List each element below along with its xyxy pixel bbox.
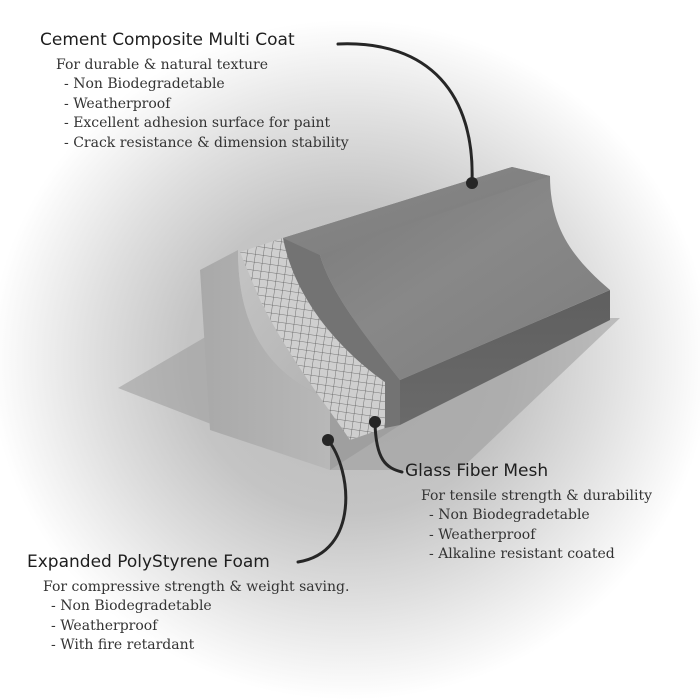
eps-foam-feature-list: Non Biodegradetable Weatherproof With fi… — [51, 597, 349, 656]
eps-foam-feature: Weatherproof — [51, 617, 349, 637]
foam-leader-dot — [322, 434, 334, 446]
foam-leader-line — [296, 438, 348, 564]
eps-foam-description: For compressive strength & weight saving… — [43, 579, 350, 595]
cement-coat-feature: Weatherproof — [64, 95, 349, 115]
coat-side-edge — [283, 238, 400, 428]
cement-coat-feature: Non Biodegradetable — [64, 75, 349, 95]
glass-fiber-mesh-callout: Glass Fiber Mesh For tensile strength & … — [405, 461, 652, 565]
glass-fiber-mesh-title: Glass Fiber Mesh — [405, 461, 549, 481]
cement-leader-dot — [466, 177, 478, 189]
cement-coat-feature-list: Non Biodegradetable Weatherproof Excelle… — [64, 75, 349, 153]
foam-front-face — [200, 250, 330, 470]
mesh-leader-dot — [369, 416, 381, 428]
eps-foam-callout: Expanded PolyStyrene Foam For compressiv… — [27, 552, 349, 656]
cement-coat-title: Cement Composite Multi Coat — [40, 30, 295, 50]
eps-foam-title: Expanded PolyStyrene Foam — [27, 552, 270, 572]
mesh-leader-line — [373, 421, 404, 474]
coat-top-face — [283, 167, 550, 255]
cement-coat-description: For durable & natural texture — [56, 57, 269, 73]
glass-fiber-mesh-description: For tensile strength & durability — [421, 488, 653, 504]
glass-fiber-mesh-feature: Weatherproof — [429, 526, 652, 546]
glass-fiber-mesh-feature: Non Biodegradetable — [429, 506, 652, 526]
cement-coat-feature: Excellent adhesion surface for paint — [64, 114, 349, 134]
eps-foam-feature: With fire retardant — [51, 636, 349, 656]
glass-fiber-mesh-feature-list: Non Biodegradetable Weatherproof Alkalin… — [429, 506, 652, 565]
glass-fiber-mesh-grid — [240, 238, 385, 440]
cement-coat-feature: Crack resistance & dimension stability — [64, 134, 349, 154]
eps-foam-feature: Non Biodegradetable — [51, 597, 349, 617]
cement-leader-line — [336, 42, 474, 184]
coat-end-face — [400, 290, 610, 425]
cement-coat-callout: Cement Composite Multi Coat For durable … — [40, 30, 349, 153]
glass-fiber-mesh-feature: Alkaline resistant coated — [429, 545, 652, 565]
